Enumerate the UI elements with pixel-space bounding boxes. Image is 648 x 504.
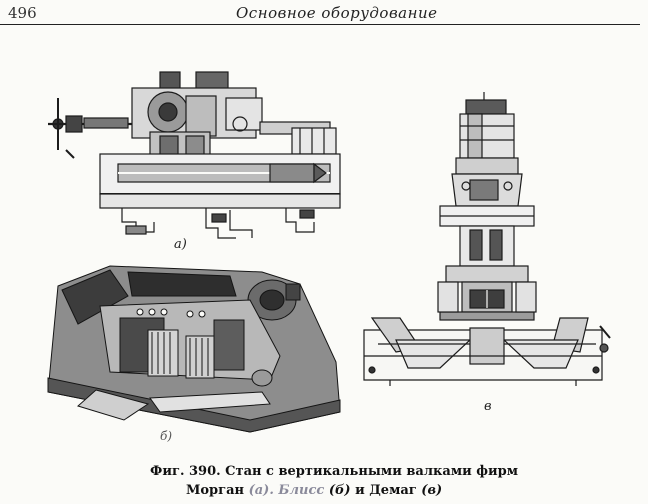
- drawing-morgan-mill: [48, 71, 341, 239]
- running-title: Основное оборудование: [236, 4, 438, 22]
- caption-label-a: (а).: [248, 483, 274, 498]
- figure-caption: Фиг. 390. Стан с вертикальными валками ф…: [150, 462, 570, 500]
- caption-and: и: [355, 483, 365, 498]
- panel-b-label: б): [160, 429, 172, 443]
- header-rule: [0, 24, 640, 25]
- drawing-bliss-mill: [47, 265, 341, 433]
- page-header: 496 Основное оборудование: [0, 0, 648, 26]
- page-number: 496: [8, 4, 37, 22]
- panel-a-label: а): [174, 237, 187, 252]
- caption-demag: Демаг: [369, 483, 417, 498]
- panel-c-label: в: [484, 399, 492, 414]
- caption-label-c: (в): [421, 483, 443, 498]
- caption-line-1: Фиг. 390. Стан с вертикальными валками ф…: [150, 464, 519, 479]
- caption-label-b: (б): [328, 483, 351, 498]
- caption-morgan: Морган: [186, 483, 245, 498]
- caption-line-2: Морган (а). Блисс (б) и Демаг (в): [150, 481, 570, 500]
- drawing-demag-mill: [363, 92, 611, 386]
- caption-bliss: Блисс: [278, 483, 325, 498]
